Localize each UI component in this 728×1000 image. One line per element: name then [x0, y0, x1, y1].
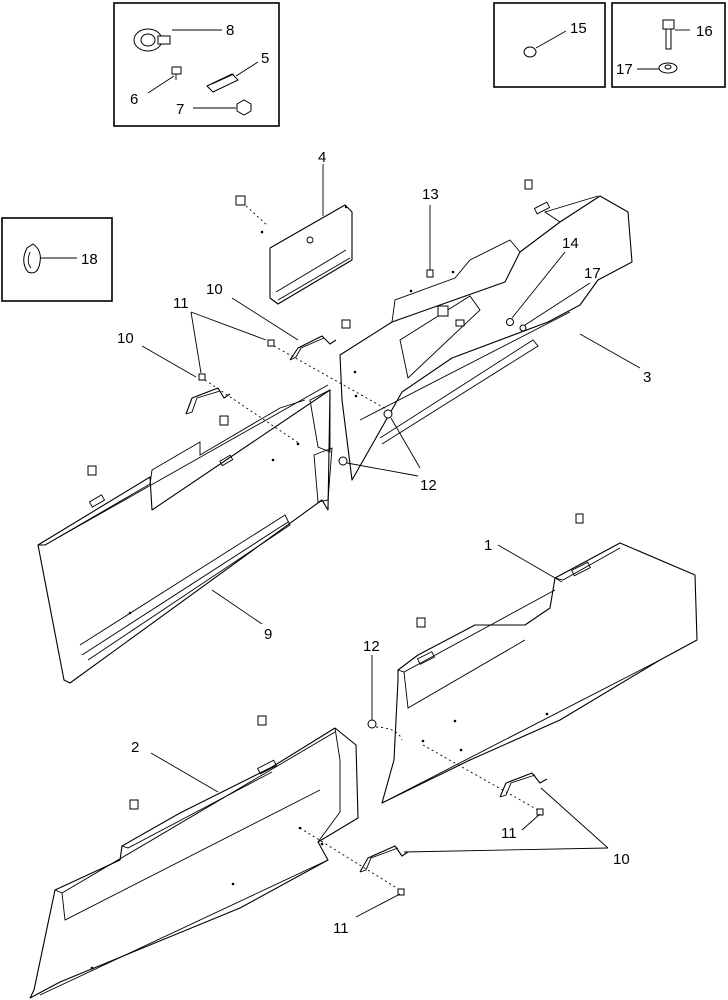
- nut-part: [236, 99, 252, 116]
- callout-10-lower: 10: [613, 851, 630, 868]
- callout-12-lower: 12: [363, 638, 380, 655]
- callout-13: 13: [422, 186, 439, 203]
- callout-9: 9: [264, 626, 272, 643]
- callout-7: 7: [176, 101, 184, 118]
- callout-10-mid: 10: [206, 281, 223, 298]
- inset-bolt-washer: 16 17: [611, 2, 726, 88]
- callout-14: 14: [562, 235, 579, 252]
- grommet-part: [133, 28, 171, 52]
- callout-5: 5: [261, 50, 269, 67]
- clip-part: [23, 243, 41, 274]
- washer-part: [658, 62, 678, 74]
- callout-10-left: 10: [117, 330, 134, 347]
- plug-part: [523, 46, 537, 58]
- bracket-upper-right: [289, 335, 337, 361]
- bracket-lower-left: [359, 845, 409, 873]
- callout-8: 8: [226, 22, 234, 39]
- access-cover-part: [235, 195, 353, 305]
- callout-11-top: 11: [173, 295, 189, 312]
- latch-part: [206, 73, 239, 93]
- bolt-part: [662, 19, 675, 50]
- front-right-shield-part: [381, 513, 698, 804]
- callout-3: 3: [643, 369, 651, 386]
- left-rear-shield-part: [37, 384, 333, 684]
- right-rear-shield-part: [339, 179, 633, 481]
- callout-1: 1: [484, 537, 492, 554]
- callout-11-right: 11: [501, 825, 517, 842]
- callout-2: 2: [131, 739, 139, 756]
- callout-12-upper: 12: [420, 477, 437, 494]
- screw-part: [171, 66, 182, 80]
- front-left-shield-part: [29, 715, 359, 999]
- callout-15: 15: [570, 20, 587, 37]
- callout-11-bottom: 11: [333, 920, 349, 937]
- inset-fastener-kit: 8 5 6 7: [113, 2, 280, 127]
- callout-17: 17: [584, 265, 601, 282]
- callout-4: 4: [318, 149, 326, 166]
- inset-clip: 18: [1, 217, 113, 302]
- callout-17-inset: 17: [616, 61, 633, 78]
- bracket-lower-right: [499, 772, 548, 798]
- callout-6: 6: [130, 91, 138, 108]
- callout-16: 16: [696, 23, 713, 40]
- bracket-upper-left: [185, 387, 231, 415]
- inset-plug: 15: [493, 2, 606, 88]
- callout-18: 18: [81, 251, 98, 268]
